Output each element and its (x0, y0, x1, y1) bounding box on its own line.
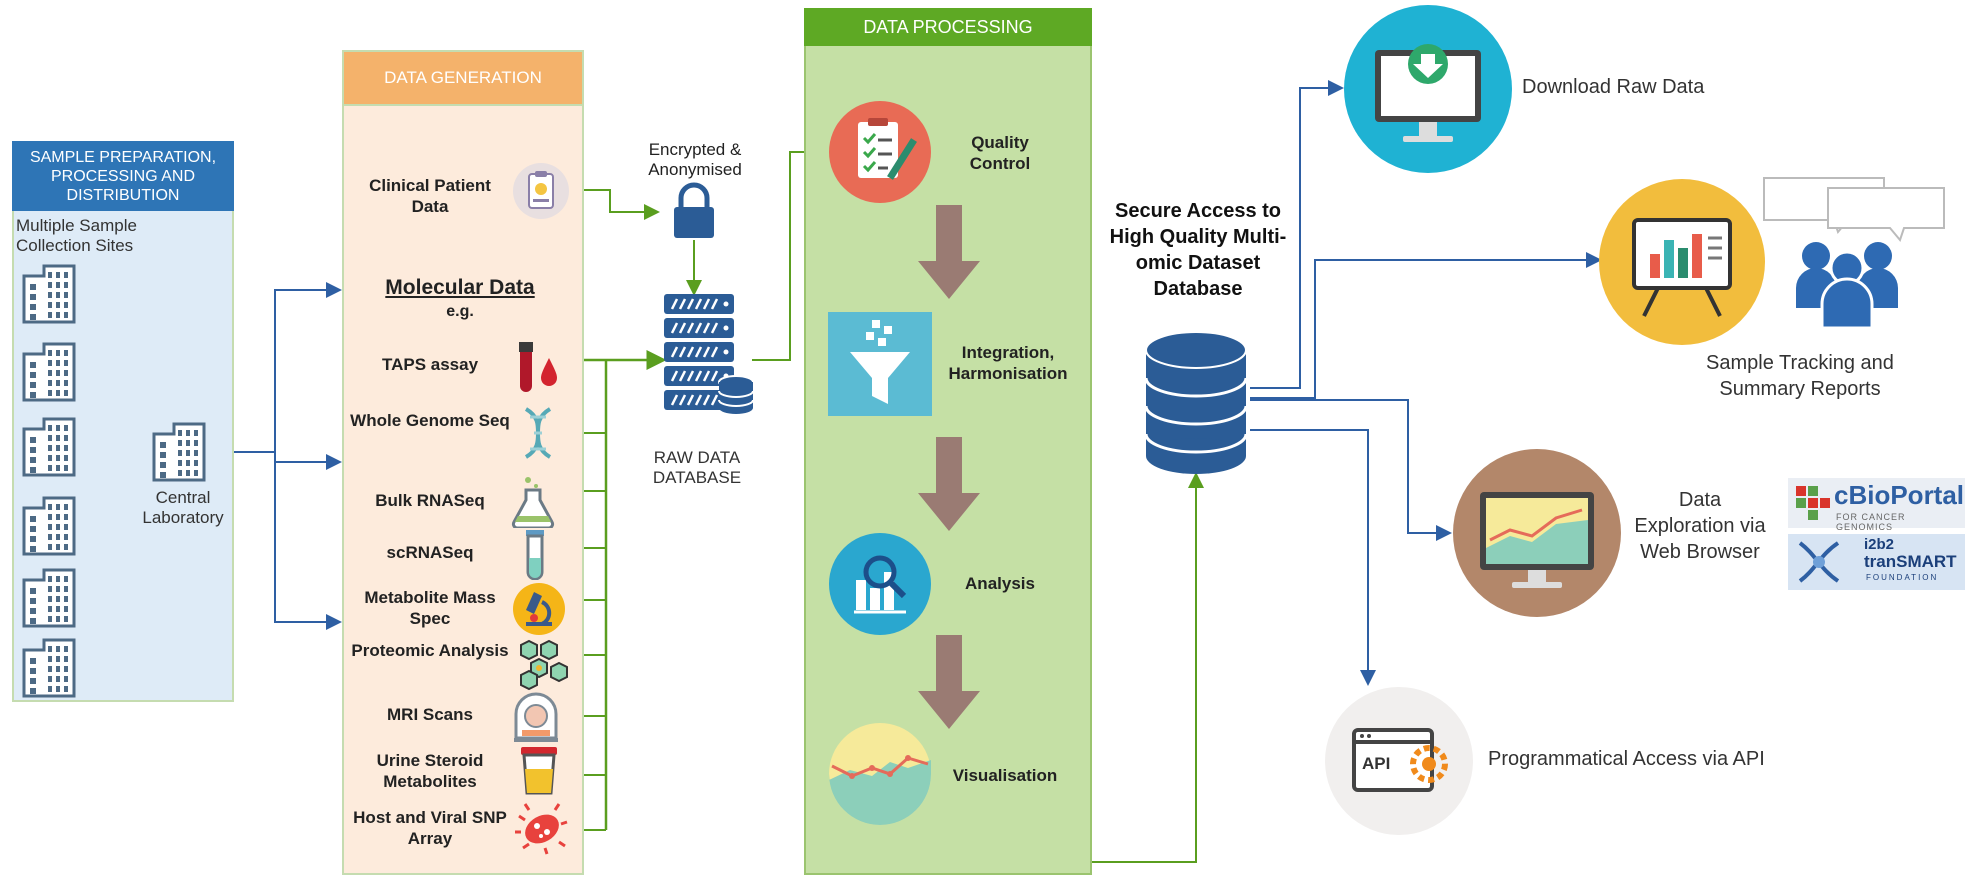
virus-icon (515, 802, 569, 861)
central-to-generation-arrow (274, 452, 342, 630)
api-label: Programmatical Access via API (1488, 748, 1765, 770)
secure-database-icon (1144, 330, 1248, 481)
cbioportal-logo[interactable]: cBioPortal FOR CANCER GENOMICS (1788, 478, 1965, 532)
tracking-label: Sample Tracking and Summary Reports (1706, 352, 1894, 400)
gen-item-label-1: Whole Genome Seq (350, 411, 510, 430)
gen-item-label-8: Host and Viral SNP Array (353, 808, 507, 848)
sample-prep-header: SAMPLE PREPARATION, PROCESSING AND DISTR… (12, 141, 234, 211)
clinical-to-lock-arrow (570, 189, 660, 220)
line-graph-icon (828, 722, 932, 831)
checklist-icon (828, 100, 932, 209)
flow-arrow-2 (918, 437, 980, 536)
foundation-text: FOUNDATION (1866, 573, 1939, 582)
gen-item-label-3: scRNASeq (386, 543, 474, 562)
transmart-logo[interactable]: i2b2 tranSMART FOUNDATION (1788, 534, 1965, 590)
raw-db-label: RAW DATA DATABASE (652, 448, 742, 487)
db-to-api-arrow (1250, 429, 1376, 686)
sites-label: Multiple Sample Collection Sites (16, 216, 137, 255)
magnifier-chart-icon (828, 532, 932, 641)
collection-site-building-icon (20, 415, 78, 482)
molecule-icon (515, 635, 571, 696)
speech-bubbles-icon (1762, 176, 1948, 261)
cbioportal-text: cBioPortal (1834, 480, 1965, 510)
browser-monitor-icon (1452, 448, 1622, 623)
user-group-icon (1794, 238, 1900, 333)
blood-tube-icon (515, 340, 561, 401)
central-lab-building-icon (150, 420, 208, 487)
collection-site-building-icon (20, 494, 78, 561)
integration-label: Integration, Harmonisation (948, 343, 1068, 383)
data-processing-header: DATA PROCESSING (804, 8, 1092, 46)
db-to-exploration-arrow (1250, 399, 1452, 541)
dna-icon (518, 405, 558, 466)
cbioportal-sub: FOR CANCER GENOMICS (1836, 512, 1906, 532)
test-tube-icon (520, 528, 550, 585)
api-badge-text: API (1362, 754, 1391, 773)
central-to-molecular-arrow (274, 452, 342, 470)
db-to-download-arrow (1250, 80, 1344, 389)
encrypted-label: Encrypted & Anonymised (648, 140, 742, 179)
i2b2-text: i2b2 (1864, 536, 1895, 553)
molecular-eg-label: e.g. (446, 303, 474, 320)
flask-icon (510, 476, 556, 533)
secure-access-title: Secure Access to High Quality Multi-omic… (1109, 200, 1287, 300)
central-lab-label: Central Laboratory (142, 488, 224, 527)
download-monitor-icon (1343, 4, 1513, 179)
padlock-icon (671, 182, 717, 245)
collection-site-building-icon (20, 636, 78, 703)
mri-scanner-icon (512, 690, 560, 749)
clinical-data-label: Clinical Patient Data (369, 176, 491, 216)
funnel-icon (828, 312, 932, 421)
data-generation-header: DATA GENERATION (342, 50, 584, 106)
visualisation-label: Visualisation (952, 766, 1058, 785)
gen-item-label-2: Bulk RNASeq (375, 491, 485, 510)
gen-item-label-5: Proteomic Analysis (351, 641, 509, 660)
presentation-board-icon (1598, 178, 1766, 351)
exploration-label: Data Exploration via Web Browser (1634, 489, 1766, 563)
collection-site-building-icon (20, 566, 78, 633)
flow-arrow-1 (918, 205, 980, 304)
db-to-tracking-arrow (1250, 252, 1602, 399)
gen-item-label-4: Metabolite Mass Spec (364, 588, 496, 628)
gen-item-label-0: TAPS assay (381, 355, 479, 374)
molecular-data-title: Molecular Data (385, 276, 535, 299)
clipboard-patient-icon (512, 162, 570, 225)
microscope-icon (512, 582, 566, 641)
qc-label: Quality Control (969, 133, 1031, 173)
download-label: Download Raw Data (1522, 76, 1705, 98)
collection-site-building-icon (20, 262, 78, 329)
analysis-label: Analysis (965, 574, 1035, 593)
urine-cup-icon (518, 745, 560, 802)
raw-data-server-icon (660, 290, 756, 431)
api-window-icon: API (1324, 686, 1474, 841)
gen-item-label-7: Urine Steroid Metabolites (376, 751, 484, 791)
flow-arrow-3 (918, 635, 980, 734)
gen-item-label-6: MRI Scans (387, 705, 473, 724)
transmart-text: tranSMART (1864, 552, 1957, 571)
collection-site-building-icon (20, 340, 78, 407)
central-to-clinical-arrow (205, 282, 342, 453)
